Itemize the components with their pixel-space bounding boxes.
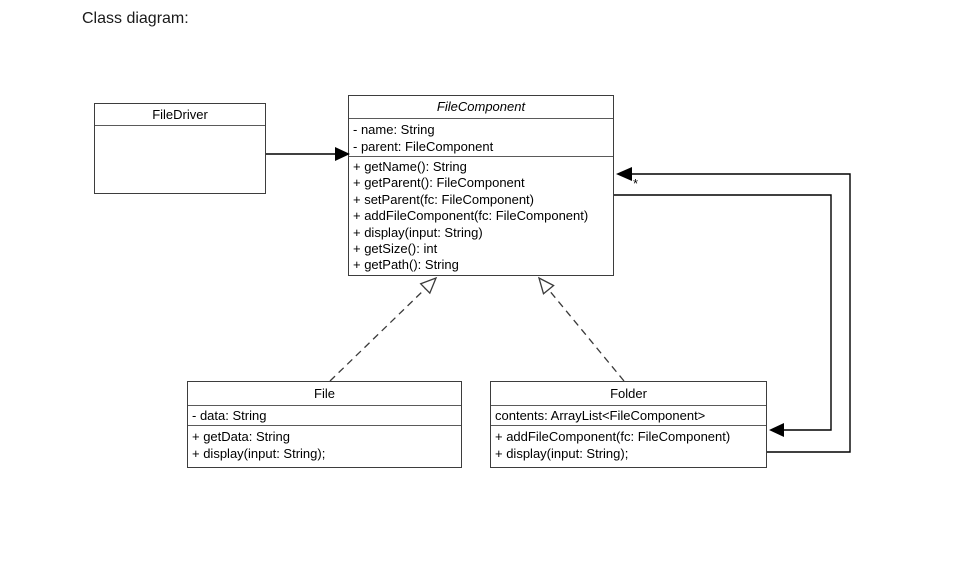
class-box-filedriver: FileDriver <box>94 103 266 194</box>
attribute-line: - parent: FileComponent <box>353 139 494 154</box>
attribute-line: contents: ArrayList<FileComponent> <box>495 408 706 423</box>
association-filedriver-to-filecomponent <box>266 147 350 161</box>
class-name-filecomponent: FileComponent <box>436 99 526 114</box>
method-line: + setParent(fc: FileComponent) <box>353 191 534 207</box>
realization-dashed-line <box>329 288 426 382</box>
page-title: Class diagram: <box>82 10 189 27</box>
method-line: + getParent(): FileComponent <box>353 175 525 191</box>
method-line: + display(input: String) <box>353 224 483 240</box>
attributes-section-folder: contents: ArrayList<FileComponent> <box>491 405 766 425</box>
class-name-file: File <box>314 386 335 401</box>
methods-section-filecomponent: + getName(): String + getParent(): FileC… <box>349 156 613 275</box>
attribute-line: - data: String <box>192 408 267 423</box>
class-box-filecomponent: FileComponent - name: String - parent: F… <box>348 95 614 276</box>
realization-folder-to-filecomponent <box>537 276 625 382</box>
attributes-section-file: - data: String <box>188 405 461 425</box>
realization-file-to-filecomponent <box>329 276 438 382</box>
hollow-triangle-arrowhead-icon <box>419 276 438 295</box>
method-line: + getPath(): String <box>353 257 459 273</box>
class-name-filedriver: FileDriver <box>152 107 208 122</box>
filled-arrowhead-icon <box>769 423 784 437</box>
hollow-triangle-arrowhead-icon <box>537 276 555 295</box>
class-box-file: File - data: String + getData: String + … <box>187 381 462 468</box>
multiplicity-label: * <box>633 176 638 191</box>
realization-dashed-line <box>548 289 625 382</box>
attributes-section-filecomponent: - name: String - parent: FileComponent <box>349 118 613 156</box>
filled-arrowhead-icon <box>616 167 632 181</box>
class-body-filedriver <box>95 125 265 193</box>
method-line: + getSize(): int <box>353 241 438 257</box>
method-line: + getName(): String <box>353 159 467 174</box>
methods-section-folder: + addFileComponent(fc: FileComponent) + … <box>491 425 766 467</box>
method-line: + display(input: String); <box>192 445 326 461</box>
attribute-line: - name: String <box>353 122 435 137</box>
method-line: + addFileComponent(fc: FileComponent) <box>353 208 589 224</box>
class-name-folder: Folder <box>610 386 647 401</box>
method-line: + addFileComponent(fc: FileComponent) <box>495 429 731 444</box>
class-box-folder: Folder contents: ArrayList<FileComponent… <box>490 381 767 468</box>
methods-section-file: + getData: String + display(input: Strin… <box>188 425 461 467</box>
method-line: + getData: String <box>192 429 290 444</box>
method-line: + display(input: String); <box>495 445 629 461</box>
